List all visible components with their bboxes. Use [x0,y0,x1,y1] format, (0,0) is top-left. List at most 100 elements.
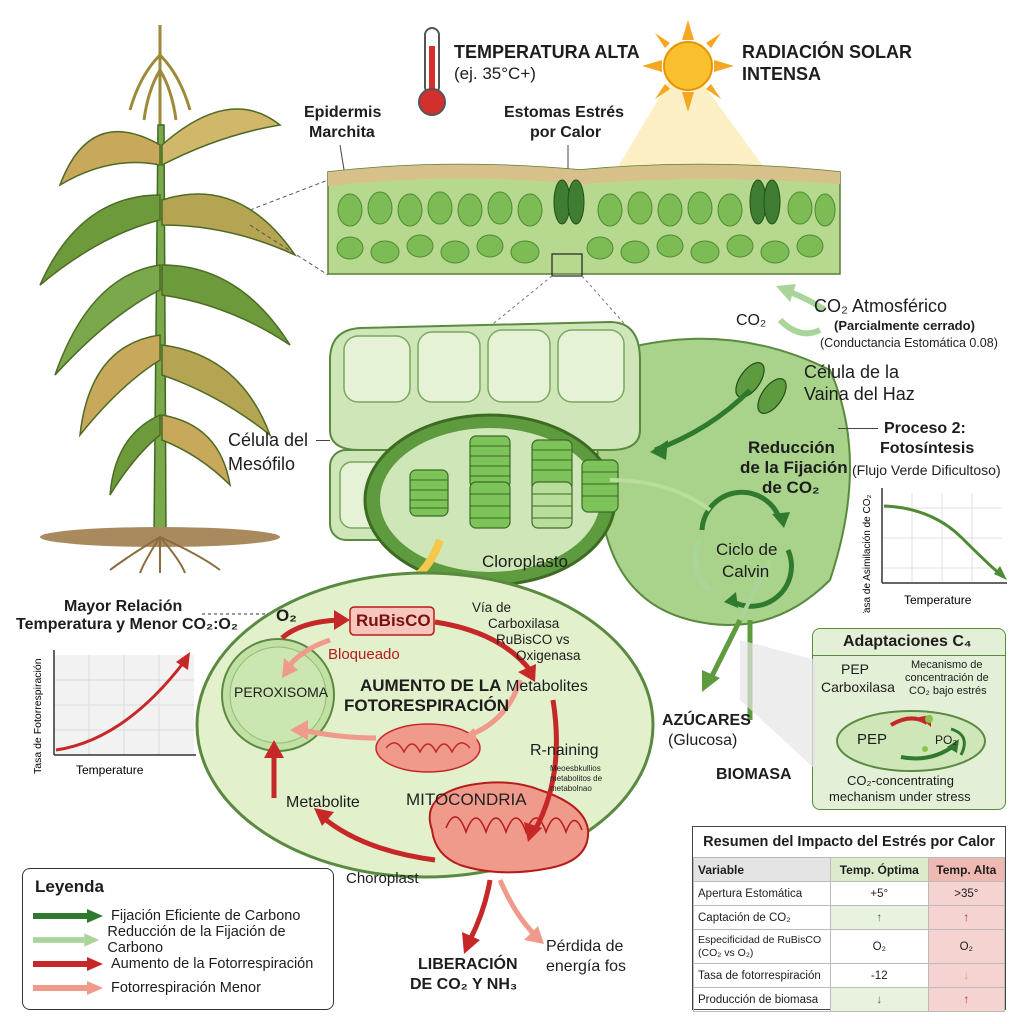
co2-label: CO₂ [736,312,767,329]
corn-plant-illustration [39,25,298,574]
loss-label-line1: Pérdida de [546,938,624,955]
ratio-label-line2: Temperatura y Menor CO₂:O₂ [16,616,238,633]
via-label-line1: Vía de [472,600,512,615]
rubisco-label: RuBisCO [356,611,431,630]
legend-item-label: Aumento de la Fotorrespiración [111,956,314,972]
partially-closed-label: (Parcialmente cerrado) [834,318,975,333]
table-row: Apertura Estomática +5° >35° [693,881,1006,906]
mesophyll-label-line2: Mesófilo [228,454,296,474]
reduction-label-line3: de CO₂ [762,478,820,497]
table-header-row: Variable Temp. Óptima Temp. Alta [693,857,1006,882]
via-label-line3: RuBisCO vs [496,632,570,647]
row-high: ↓ [927,963,1006,988]
assimilation-xlabel: Temperature [904,593,972,607]
legend-arrow-red [33,957,103,971]
process2-label-line2: Fotosíntesis [880,440,975,457]
co2-assimilation-chart: Temperature Tasa de Asimilación de CO₂ [862,488,1007,613]
via-label-line4: Oxigenasa [516,648,581,663]
c4-adaptations-box: Adaptaciones C₄ PEP Carboxilasa Mecanism… [812,628,1006,810]
row-variable-sub: (CO₂ vs O₂) [698,946,754,959]
summary-table-panel: Resumen del Impacto del Estrés por Calor… [692,826,1006,1012]
table-row: Especificidad de RuBisCO (CO₂ vs O₂) O₂ … [693,929,1006,964]
chloroplast-label: Cloroplasto [482,552,568,571]
po2-label: PO₂ [935,733,957,747]
summary-table: Variable Temp. Óptima Temp. Alta Apertur… [693,857,1006,1012]
table-row: Captación de CO₂ ↑ ↑ [693,905,1006,930]
mitochondria-label: MITOCONDRIA [406,790,527,809]
sugars-label: AZÚCARES [662,712,751,729]
assimilation-curve [883,504,1003,578]
temperature-title: TEMPERATURA ALTA [454,42,640,62]
legend-item-label: Fijación Eficiente de Carbono [111,908,301,924]
legend-arrow-dark-green [33,909,103,923]
choroplast-label: Choroplast [346,870,419,887]
mechanism-line3: CO₂ bajo estrés [909,685,987,697]
c4-pointer-wedge [740,640,816,770]
row-variable: Producción de biomasa [693,987,831,1012]
column-header: Variable [693,857,831,882]
row-high: ↑ [927,987,1006,1012]
c4-footer-line1: CO₂-concentrating [847,773,954,788]
column-header: Temp. Alta [927,857,1006,882]
process2-label-line3: (Flujo Verde Dificultoso) [852,462,1001,478]
assimilation-ylabel: Tasa de Asimilación de CO₂ [862,494,873,613]
row-optimal: -12 [830,963,929,988]
summary-title: Resumen del Impacto del Estrés por Calor [703,834,995,850]
release-label-line2: DE CO₂ Y NH₃ [410,976,518,993]
mesophyll-leader [316,440,330,441]
sun-title-line2: INTENSA [742,64,822,84]
small-note-line3: metabolnao [550,784,592,793]
peroxisome-label: PEROXISOMA [234,684,329,700]
small-mitochondrion [375,723,481,773]
cell-cluster [329,317,851,720]
metabolite-label: Metabolite [286,794,360,811]
row-variable-cell: Especificidad de RuBisCO (CO₂ vs O₂) [693,929,831,964]
column-header: Temp. Óptima [830,857,929,882]
stomata-label-line2: por Calor [530,124,602,141]
sun-icon [642,20,734,112]
rubisco-box [349,606,435,636]
mesophyll-label-line1: Célula del [228,430,309,450]
legend-item-reduced: Reducción de la Fijación de Carbono [33,924,333,956]
photorespiration-rate-chart: Temperature Tasa de Fotorrespiración [32,650,196,777]
increase-label-line1: AUMENTO DE LA [360,676,502,695]
release-label-line1: LIBERACIÓN [418,956,518,973]
c4-cycle-diagram [836,710,986,772]
temperature-subtitle: (ej. 35°C+) [454,64,536,83]
sun-title-line1: RADIACIÓN SOLAR [742,42,912,62]
c4-footer-line2: mechanism under stress [829,789,971,804]
increase-label-line2: FOTORESPIRACIÓN [344,696,509,715]
small-note-line1: Meoesbkullios [550,764,601,773]
row-high: >35° [927,881,1006,906]
mechanism-line1: Mecanismo de [911,659,983,671]
row-variable: Apertura Estomática [693,881,831,906]
legend-arrow-light-red [33,981,103,995]
epidermis-label-line2: Marchita [309,124,375,141]
stomata-label-line1: Estomas Estrés [504,104,625,121]
bundle-sheath-label-line1: Célula de la [804,362,900,382]
conductance-label: (Conductancia Estomática 0.08) [820,336,998,350]
photorespiration-curve [55,661,186,752]
row-variable: Especificidad de RuBisCO [698,933,822,946]
bundle-sheath-label-line2: Vaina del Haz [804,384,915,404]
calvin-label-line2: Calvin [722,562,770,581]
co2-inflow-arrow [776,284,827,313]
o2-label: O₂ [276,606,297,625]
loss-label-line2: energía fos [546,958,627,975]
row-high: O₂ [927,929,1006,964]
biomass-label: BIOMASA [716,766,792,783]
table-row: Tasa de fotorrespiración -12 ↓ [693,963,1006,988]
row-optimal: ↓ [830,987,929,1012]
row-variable: Captación de CO₂ [693,905,831,930]
release-arrows [462,879,544,954]
legend-box: Leyenda Fijación Eficiente de Carbono Re… [22,868,334,1010]
r-naining-label: R-naining [530,742,599,759]
legend-item-label: Reducción de la Fijación de Carbono [107,924,286,956]
row-optimal: ↑ [830,905,929,930]
thermometer-icon [418,27,446,116]
glucose-label: (Glucosa) [668,732,738,749]
legend-item-label: Fotorrespiración Menor [111,980,261,996]
process2-leader [838,428,878,429]
row-variable: Tasa de fotorrespiración [693,963,831,988]
process2-label-line1: Proceso 2: [884,420,966,437]
